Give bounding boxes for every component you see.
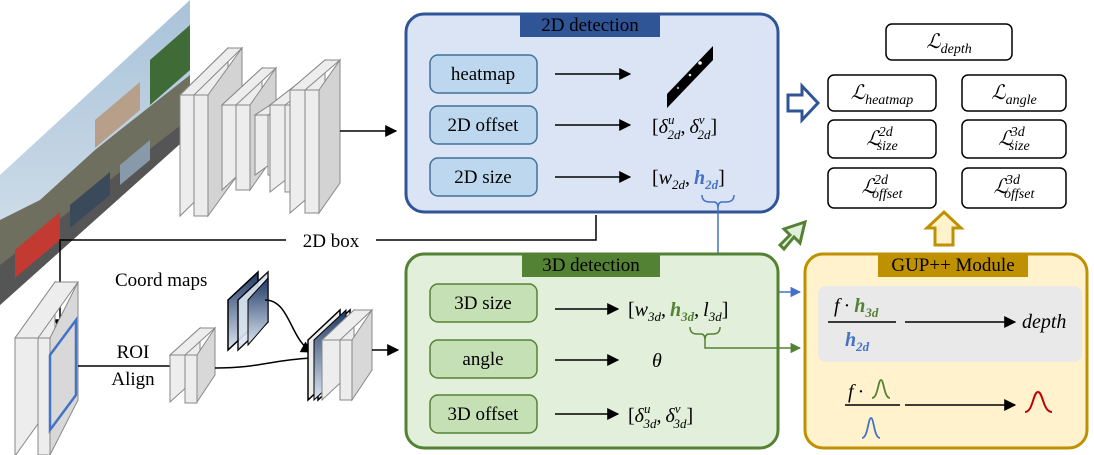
head-heatmap-label: heatmap: [451, 64, 515, 85]
output-2d-size: [w2d,h2d]: [652, 167, 725, 192]
gup-dist-numerator: f·: [848, 381, 864, 403]
roi-aligned-feature: [168, 326, 217, 404]
gaussian-red-icon: [1024, 390, 1053, 413]
head-angle-label: angle: [462, 349, 503, 370]
gup-depth-output: depth: [1022, 311, 1066, 333]
output-angle: θ: [652, 350, 662, 372]
head-3d-offset: 3D offset: [429, 394, 538, 434]
label-2d-box: 2D box: [303, 231, 360, 252]
head-angle: angle: [429, 339, 538, 379]
panel-3d-title-bg: [522, 253, 660, 277]
head-3d-size-label: 3D size: [454, 293, 512, 314]
hollow-arrow-2d-to-losses: [786, 82, 821, 124]
coord-maps-block: [227, 270, 269, 352]
gup-denominator: h2d: [845, 329, 870, 354]
curve-coord-to-concat: [264, 299, 314, 353]
gup-numerator: f·h3d: [834, 295, 879, 320]
loss-heatmap-box: ℒheatmap: [827, 74, 937, 112]
loss-depth-box: ℒdepth: [885, 23, 1013, 61]
head-2d-offset-label: 2D offset: [448, 115, 520, 136]
gaussian-blue-icon: [861, 417, 881, 439]
head-heatmap: heatmap: [429, 54, 538, 94]
head-2d-offset: 2D offset: [429, 105, 538, 145]
gup-formula-bg: [818, 286, 1082, 362]
head-2d-size-label: 2D size: [454, 167, 512, 188]
loss-angle-box: ℒangle: [961, 74, 1067, 112]
connector-h3d-to-gup: [704, 340, 802, 354]
head-3d-offset-label: 3D offset: [448, 404, 520, 425]
output-3d-size: [w3d,h3d,l3d]: [628, 299, 728, 324]
roi-feature-map: [14, 280, 79, 455]
roi-box-outline: [48, 316, 78, 434]
loss-angle: ℒangle: [991, 82, 1037, 108]
head-3d-size: 3D size: [429, 283, 538, 323]
panel-gup-title-bg: [878, 253, 1028, 277]
panel-3d-title: 3D detection: [542, 255, 640, 276]
panel-gup-title: GUP++ Module: [891, 255, 1014, 276]
gaussian-green-icon: [871, 379, 891, 399]
panel-2d-title-bg: [520, 13, 660, 37]
loss-depth: ℒdepth: [926, 31, 972, 57]
label-roi: ROI: [117, 342, 150, 363]
hollow-arrow-3d-to-losses: [777, 219, 808, 252]
box-2d-label-bg: [286, 228, 376, 252]
label-align: Align: [111, 369, 155, 390]
head-2d-size: 2D size: [429, 157, 538, 197]
curve-roi-to-concat: [214, 357, 313, 369]
hollow-arrow-gup-to-losses: [923, 209, 965, 247]
concat-feature: [307, 308, 374, 402]
input-image: [0, 0, 190, 305]
panel-2d-title: 2D detection: [541, 15, 639, 36]
backbone-network: [178, 46, 342, 218]
label-coord-maps: Coord maps: [115, 270, 207, 291]
loss-heatmap: ℒheatmap: [851, 82, 914, 108]
heatmap-image: [667, 46, 713, 108]
